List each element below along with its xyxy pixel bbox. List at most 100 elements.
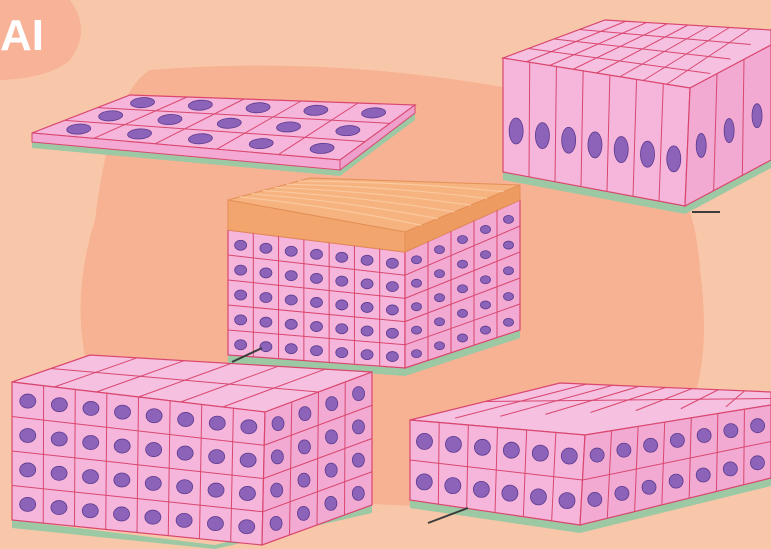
nucleus bbox=[670, 433, 684, 447]
nucleus bbox=[260, 243, 272, 253]
nucleus bbox=[504, 318, 514, 326]
nucleus bbox=[20, 463, 36, 477]
nucleus bbox=[285, 295, 297, 305]
nucleus bbox=[561, 448, 577, 464]
nucleus bbox=[697, 428, 711, 442]
nucleus bbox=[588, 132, 602, 158]
nucleus bbox=[298, 473, 310, 487]
nucleus bbox=[412, 326, 422, 334]
nucleus bbox=[298, 440, 310, 454]
nucleus bbox=[208, 483, 224, 497]
nucleus bbox=[326, 397, 338, 411]
nucleus bbox=[270, 516, 282, 530]
nucleus bbox=[239, 486, 255, 500]
nucleus bbox=[311, 322, 323, 332]
nucleus bbox=[723, 462, 737, 476]
nucleus bbox=[235, 290, 247, 300]
nucleus bbox=[352, 420, 364, 434]
nucleus bbox=[299, 407, 311, 421]
nucleus bbox=[416, 474, 432, 490]
nucleus bbox=[239, 520, 255, 534]
nucleus bbox=[614, 137, 628, 163]
nucleus bbox=[617, 443, 631, 457]
nucleus bbox=[325, 463, 337, 477]
corner-text: AI bbox=[0, 14, 44, 58]
nucleus bbox=[530, 489, 546, 505]
nucleus bbox=[503, 442, 519, 458]
nucleus bbox=[82, 504, 98, 518]
nucleus bbox=[588, 492, 602, 506]
nucleus bbox=[51, 466, 67, 480]
nucleus bbox=[724, 119, 734, 143]
nucleus bbox=[504, 293, 514, 301]
nucleus bbox=[235, 315, 247, 325]
nucleus bbox=[241, 420, 257, 434]
nucleus bbox=[207, 517, 223, 531]
nucleus bbox=[504, 241, 514, 249]
tissue-simple-columnar bbox=[503, 20, 771, 214]
nucleus bbox=[361, 279, 373, 289]
nucleus bbox=[336, 252, 348, 262]
nucleus bbox=[412, 279, 422, 287]
nucleus bbox=[20, 497, 36, 511]
nucleus bbox=[297, 506, 309, 520]
nucleus bbox=[640, 141, 654, 167]
nucleus bbox=[750, 456, 764, 470]
nucleus bbox=[176, 513, 192, 527]
nucleus bbox=[235, 340, 247, 350]
nucleus bbox=[412, 256, 422, 264]
nucleus bbox=[209, 416, 225, 430]
nucleus bbox=[235, 240, 247, 250]
nucleus bbox=[114, 439, 130, 453]
nucleus bbox=[386, 328, 398, 338]
nucleus bbox=[412, 350, 422, 358]
tissue-stratified-keratinized bbox=[228, 178, 520, 376]
nucleus bbox=[386, 305, 398, 315]
nucleus bbox=[458, 309, 468, 317]
nucleus bbox=[504, 267, 514, 275]
nucleus bbox=[20, 429, 36, 443]
nucleus bbox=[260, 342, 272, 352]
nucleus bbox=[458, 236, 468, 244]
nucleus bbox=[336, 276, 348, 286]
nucleus bbox=[435, 270, 445, 278]
nucleus bbox=[235, 265, 247, 275]
nucleus bbox=[532, 445, 548, 461]
nucleus bbox=[325, 496, 337, 510]
nucleus bbox=[146, 443, 162, 457]
nucleus bbox=[177, 480, 193, 494]
nucleus bbox=[285, 271, 297, 281]
nucleus bbox=[502, 485, 518, 501]
nucleus bbox=[272, 417, 284, 431]
nucleus bbox=[562, 127, 576, 153]
nucleus bbox=[209, 450, 225, 464]
nucleus bbox=[178, 412, 194, 426]
nucleus bbox=[504, 215, 514, 223]
nucleus bbox=[481, 326, 491, 334]
nucleus bbox=[285, 344, 297, 354]
nucleus bbox=[416, 433, 432, 449]
nucleus bbox=[535, 123, 549, 149]
nucleus bbox=[361, 255, 373, 265]
nucleus bbox=[285, 319, 297, 329]
nucleus bbox=[20, 394, 36, 408]
nucleus bbox=[260, 317, 272, 327]
nucleus bbox=[311, 297, 323, 307]
nucleus bbox=[481, 276, 491, 284]
nucleus bbox=[435, 294, 445, 302]
nucleus bbox=[644, 438, 658, 452]
nucleus bbox=[260, 292, 272, 302]
nucleus bbox=[724, 424, 738, 438]
nucleus bbox=[474, 439, 490, 455]
nucleus bbox=[458, 334, 468, 342]
nucleus bbox=[590, 448, 604, 462]
nucleus bbox=[642, 480, 656, 494]
nucleus bbox=[145, 476, 161, 490]
nucleus bbox=[311, 273, 323, 283]
nucleus bbox=[667, 146, 681, 172]
nucleus bbox=[412, 303, 422, 311]
nucleus bbox=[353, 387, 365, 401]
nucleus bbox=[325, 430, 337, 444]
nucleus bbox=[386, 352, 398, 362]
